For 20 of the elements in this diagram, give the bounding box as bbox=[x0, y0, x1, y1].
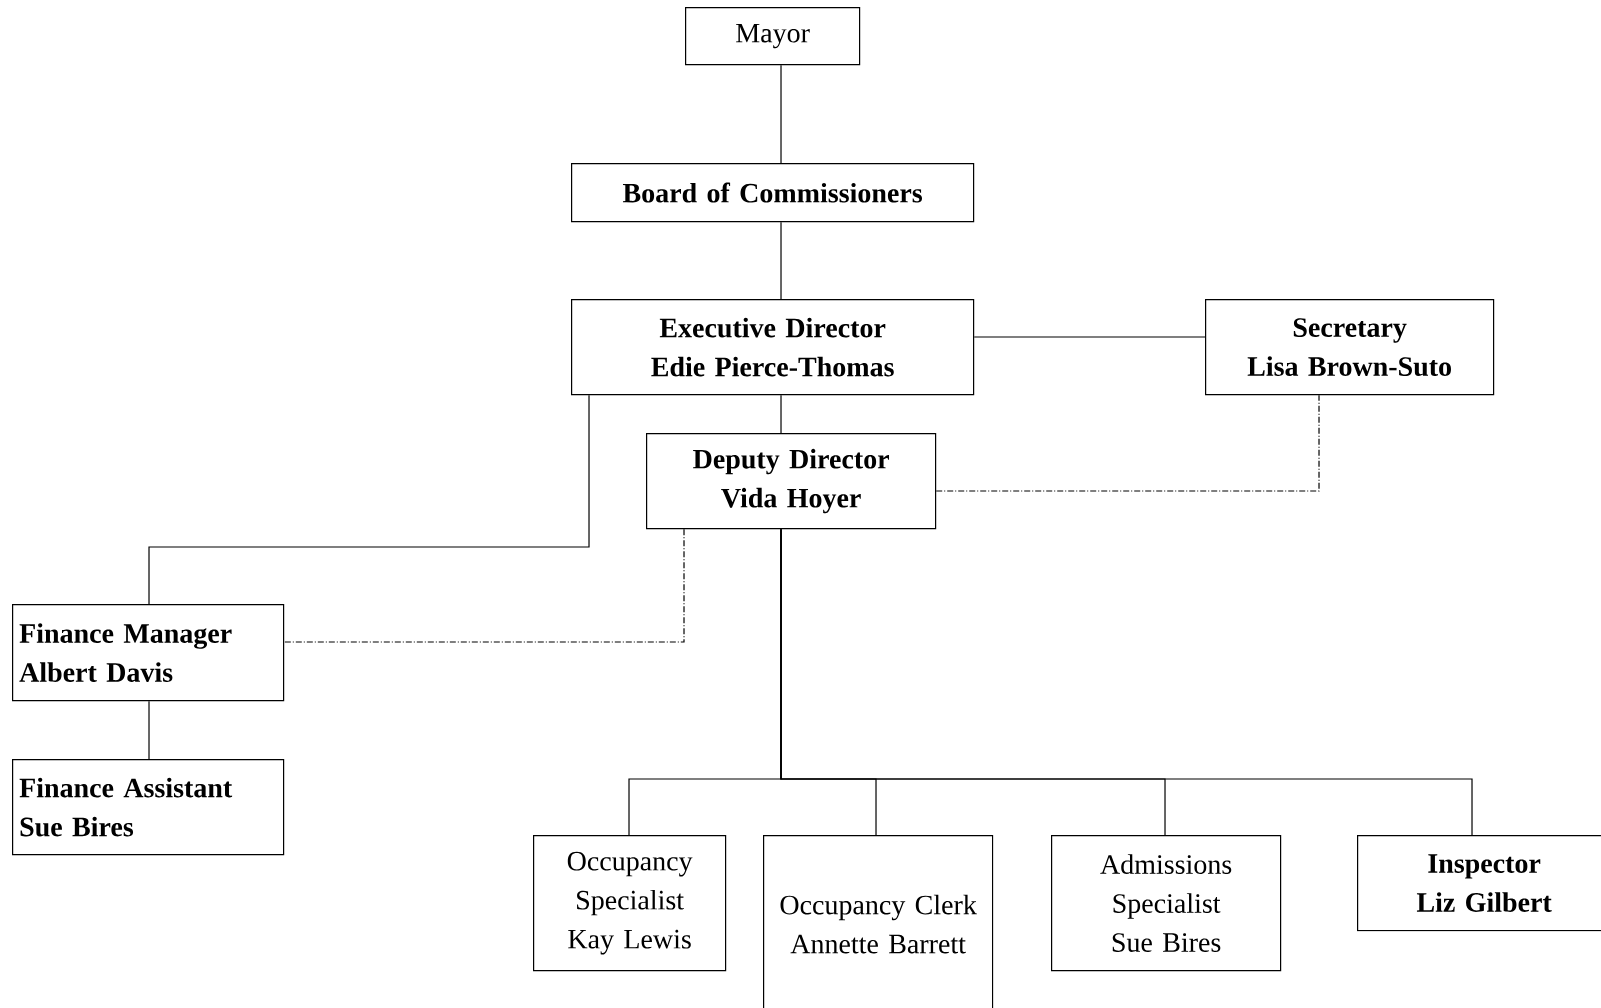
connector-line bbox=[973, 336, 1206, 338]
position-box: Occupancy Clerk Annette Barrett bbox=[763, 835, 994, 1008]
position-box: Mayor bbox=[685, 7, 861, 66]
connector-line bbox=[935, 394, 1320, 492]
position-box: Finance Manager Albert Davis bbox=[12, 604, 285, 702]
position-box: Admissions Specialist Sue Bires bbox=[1051, 835, 1282, 972]
connector-line bbox=[780, 528, 1473, 836]
position-box: Occupancy Specialist Kay Lewis bbox=[533, 835, 727, 972]
connector-line bbox=[283, 528, 685, 643]
position-box: Inspector Liz Gilbert bbox=[1357, 835, 1601, 932]
connector-line bbox=[780, 221, 782, 300]
connector-line bbox=[780, 394, 782, 434]
position-box: Secretary Lisa Brown-Suto bbox=[1205, 299, 1495, 396]
connector-line bbox=[148, 394, 590, 605]
position-box: Executive Director Edie Pierce-Thomas bbox=[571, 299, 975, 396]
position-box: Finance Assistant Sue Bires bbox=[12, 759, 285, 856]
connector-line bbox=[780, 64, 782, 164]
connector-line bbox=[148, 700, 150, 760]
position-box: Deputy Director Vida Hoyer bbox=[646, 433, 937, 530]
position-box: Board of Commissioners bbox=[571, 163, 975, 223]
